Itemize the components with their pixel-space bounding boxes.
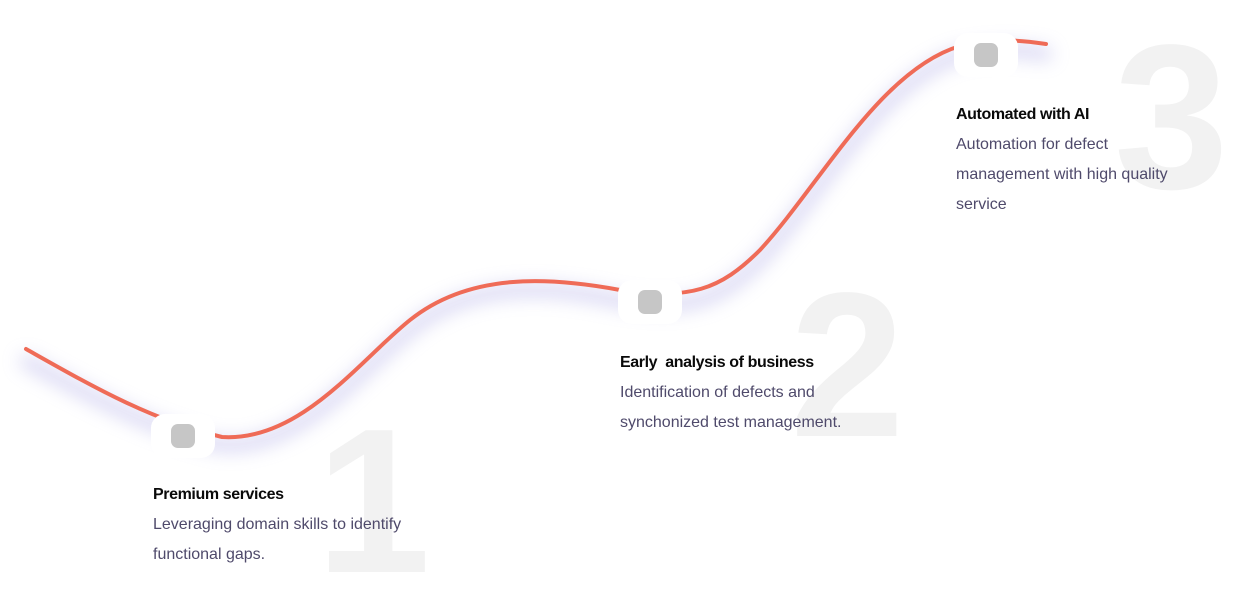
step-2-description: Identification of defects and synchonize… — [620, 378, 841, 438]
timeline-curve — [20, 38, 1052, 452]
step-2-node — [618, 280, 682, 324]
step-3-node-dot — [974, 43, 998, 67]
step-2-block: Early analysis of business Identificatio… — [620, 354, 841, 438]
step-3-number: 3 — [1114, 2, 1229, 232]
step-3-description-line: Automation for defect — [956, 136, 1109, 153]
step-1-description-line: Leveraging domain skills to identify — [153, 516, 402, 533]
step-2-description-line: synchonized test management. — [620, 414, 842, 431]
timeline-curve-shadow — [20, 44, 1052, 452]
step-3-description: Automation for defect management with hi… — [956, 130, 1168, 220]
step-1-number: 1 — [316, 386, 431, 616]
step-3-description-line: service — [956, 196, 1007, 213]
step-3-node — [954, 33, 1018, 77]
step-2-node-dot — [638, 290, 662, 314]
step-1-description: Leveraging domain skills to identify fun… — [153, 510, 401, 570]
step-1-block: Premium services Leveraging domain skill… — [153, 486, 401, 570]
step-2-title: Early analysis of business — [620, 354, 814, 371]
step-3-title: Automated with AI — [956, 106, 1090, 123]
step-2-description-line: Identification of defects and — [620, 384, 815, 401]
timeline-curve-line — [24, 38, 1048, 440]
step-1-node-dot — [171, 424, 195, 448]
step-2-number: 2 — [790, 250, 905, 480]
step-3-description-line: management with high quality — [956, 166, 1168, 183]
step-1-description-line: functional gaps. — [153, 546, 266, 563]
step-3-block: Automated with AI Automation for defect … — [956, 106, 1168, 220]
step-1-title: Premium services — [153, 486, 284, 503]
step-1-node — [151, 414, 215, 458]
